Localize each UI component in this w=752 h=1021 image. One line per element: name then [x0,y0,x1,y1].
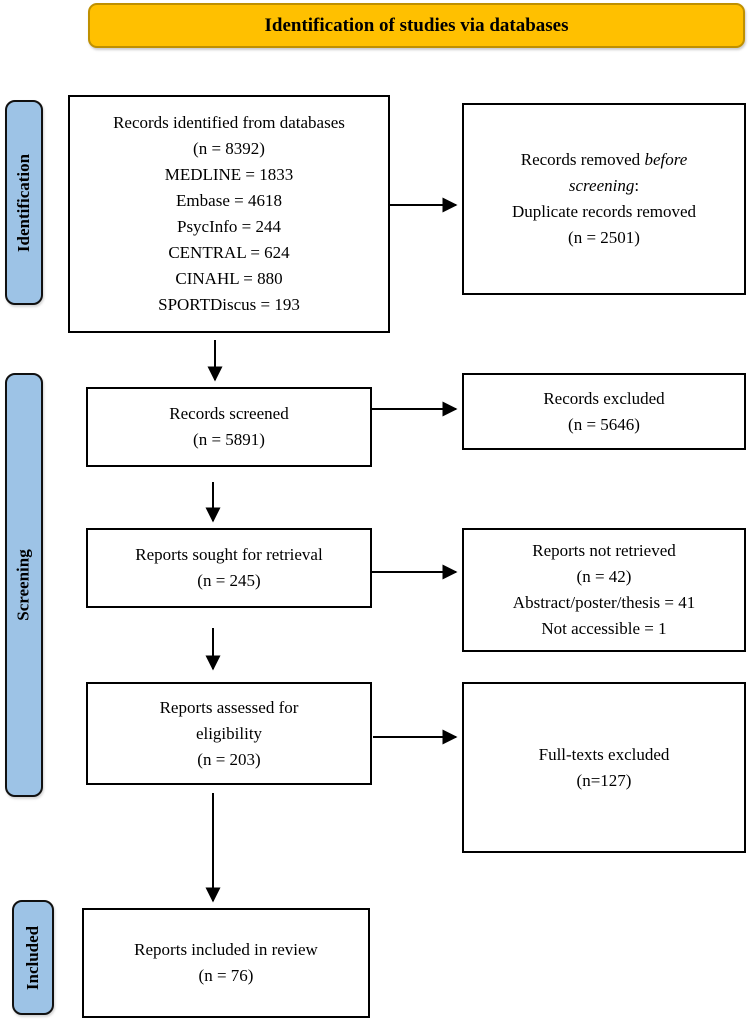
box-reports-not-retrieved: Reports not retrieved (n = 42) Abstract/… [462,528,746,652]
box-fulltexts-excluded: Full-texts excluded (n=127) [462,682,746,853]
stage-screening: Screening [5,373,43,797]
box-line: (n = 5891) [193,430,265,449]
box-line: CINAHL = 880 [175,269,283,288]
banner: Identification of studies via databases [88,3,745,48]
box-line: CENTRAL = 624 [168,243,290,262]
banner-title: Identification of studies via databases [264,14,569,36]
box-line: Duplicate records removed [511,202,697,221]
box-records-identified: Records identified from databases (n = 8… [68,95,390,333]
box-line: Reports not retrieved [532,541,676,560]
box-line: Reports assessed for [159,697,299,717]
box-line: Reports sought for retrieval [135,545,323,564]
box-line: (n = 42) [576,567,632,586]
box-text-italic: screening [568,176,635,195]
box-line: screening: [464,173,744,199]
box-line: Embase = 4618 [176,191,282,210]
stage-included: Included [12,900,54,1015]
box-line: Full-texts excluded [538,744,670,764]
box-text-italic: before [644,150,688,169]
box-text: Records removed [520,150,645,169]
box-line: Records identified from databases [113,113,345,132]
box-line: eligibility [195,723,263,743]
box-line: PsycInfo = 244 [176,217,282,236]
box-line: (n = 5646) [568,414,640,434]
box-reports-assessed: Reports assessed for eligibility (n = 20… [86,682,372,785]
box-line: Records removed before [464,147,744,173]
box-reports-included: Reports included in review (n = 76) [82,908,370,1018]
box-line: (n = 245) [197,571,261,590]
box-line: Reports included in review [134,940,318,959]
box-line: Abstract/poster/thesis = 41 [512,593,696,612]
box-line: MEDLINE = 1833 [164,165,294,184]
stage-included-label: Included [23,925,42,990]
box-records-excluded: Records excluded (n = 5646) [462,373,746,450]
box-line: (n=127) [576,770,632,790]
box-line: Not accessible = 1 [541,619,667,638]
box-line: (n = 203) [197,749,261,769]
box-line: Records screened [169,404,289,423]
box-records-screened: Records screened (n = 5891) [86,387,372,467]
box-records-removed-before-screening: Records removed before screening: Duplic… [462,103,746,295]
box-line: SPORTDiscus = 193 [158,295,300,314]
box-reports-sought: Reports sought for retrieval (n = 245) [86,528,372,608]
box-text: : [634,176,640,195]
stage-screening-label: Screening [14,549,33,621]
stage-identification-label: Identification [14,153,34,252]
box-line: (n = 8392) [193,139,265,158]
box-line: (n = 2501) [568,228,640,247]
box-line: Records excluded [543,388,665,408]
box-line: (n = 76) [198,966,254,985]
stage-identification: Identification [5,100,43,305]
